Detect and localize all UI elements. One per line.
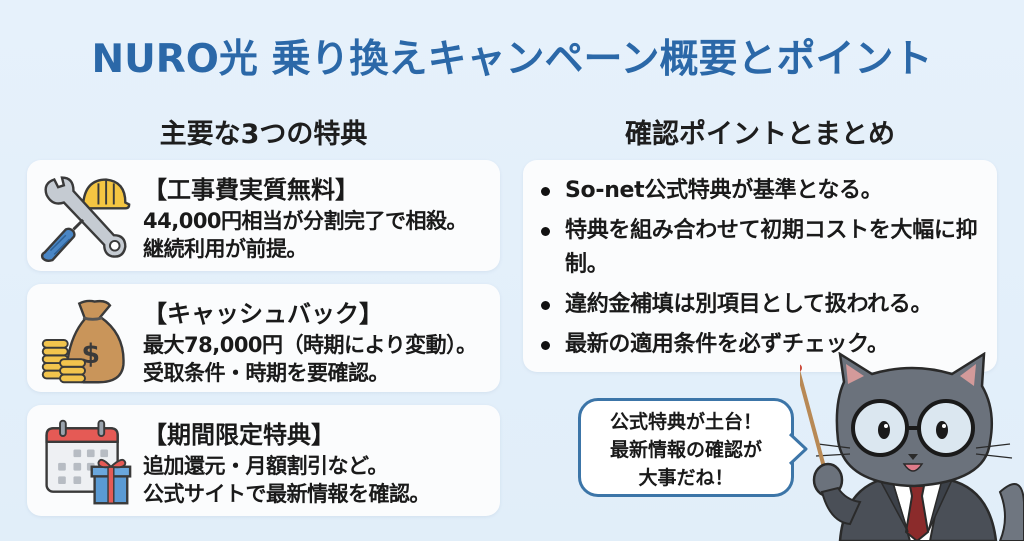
speech-bubble: 公式特典が土台！ 最新情報の確認が 大事だね！	[578, 398, 794, 497]
benefit-description: 継続利用が前提。	[143, 237, 308, 261]
benefits-heading: 主要な3つの特典	[159, 119, 368, 150]
benefit-title: 【キャッシュバック】	[143, 300, 383, 328]
benefit-description: 受取条件・時期を要確認。	[143, 361, 390, 385]
page-title: NURO光 乗り換えキャンペーン概要とポイント	[91, 37, 933, 82]
summary-card: So-net公式特典が基準となる。 特典を組み合わせて初期コストを大幅に抑制。 …	[523, 160, 997, 372]
speech-line: 公式特典が土台！	[609, 411, 762, 433]
speech-bubble-tail	[786, 432, 808, 466]
benefit-description: 44,000円相当が分割完了で相殺。	[143, 209, 468, 233]
benefit-title: 【工事費実質無料】	[143, 176, 359, 204]
benefit-description: 最大78,000円（時期により変動）。	[143, 333, 477, 357]
benefit-title: 【期間限定特典】	[143, 421, 335, 449]
money-bag-coins-icon: $	[41, 299, 125, 384]
summary-point: 特典を組み合わせて初期コストを大幅に抑制。	[539, 214, 989, 282]
summary-heading: 確認ポイントとまとめ	[625, 119, 895, 150]
benefit-description: 公式サイトで最新情報を確認。	[143, 482, 431, 506]
benefit-card-limited-offer: 【期間限定特典】 追加還元・月額割引など。 公式サイトで最新情報を確認。	[27, 405, 500, 516]
speech-line: 大事だね！	[638, 467, 734, 489]
benefit-card-cashback: $ 【キャッシュバック】 最大78,000円（時期により変動）。 受取条件・時期…	[27, 284, 500, 392]
cat-teacher-mascot-icon	[800, 352, 1024, 541]
bullet-icon	[541, 341, 550, 350]
summary-point: 最新の適用条件を必ずチェック。	[539, 328, 989, 362]
tools-hardhat-icon	[40, 176, 131, 262]
bullet-icon	[541, 187, 550, 196]
speech-line: 最新情報の確認が	[609, 439, 762, 461]
benefit-card-construction-fee: 【工事費実質無料】 44,000円相当が分割完了で相殺。 継続利用が前提。	[27, 160, 500, 271]
benefit-description: 追加還元・月額割引など。	[143, 454, 388, 478]
bullet-icon	[541, 227, 550, 236]
summary-point: 違約金補填は別項目として扱われる。	[539, 288, 989, 322]
summary-list: So-net公式特典が基準となる。 特典を組み合わせて初期コストを大幅に抑制。 …	[539, 174, 989, 368]
svg-text:$: $	[81, 339, 100, 370]
bullet-icon	[541, 301, 550, 310]
summary-point: So-net公式特典が基準となる。	[539, 174, 989, 208]
calendar-gift-icon	[45, 419, 132, 505]
